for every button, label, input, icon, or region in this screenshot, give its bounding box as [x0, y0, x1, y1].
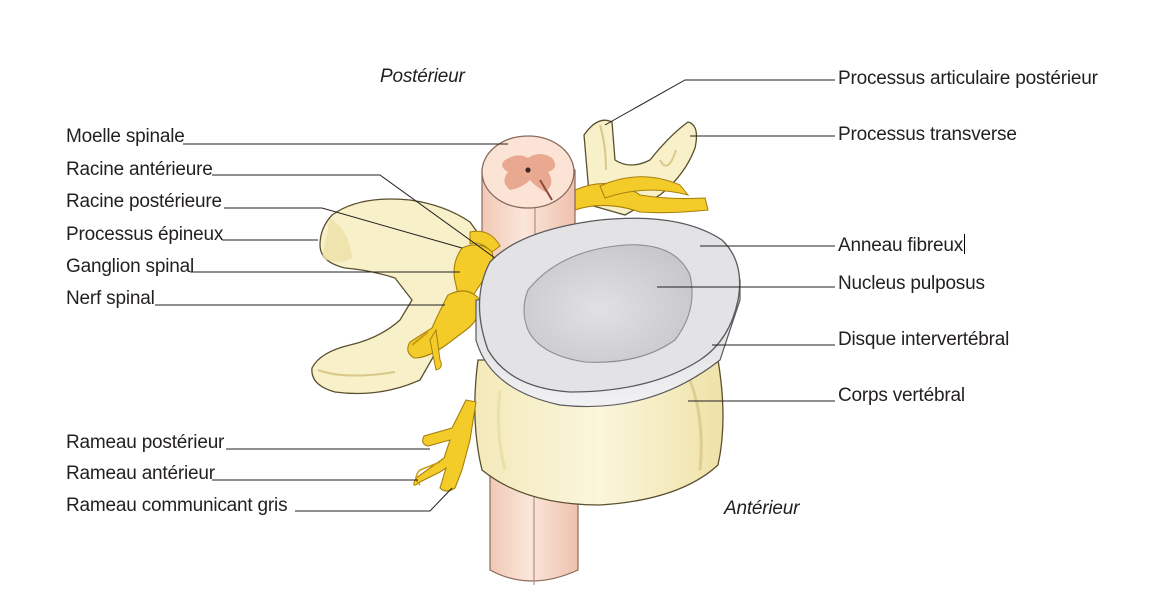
- lower-rami-shape: [413, 399, 477, 492]
- label-disque-intervertebral: Disque intervertébral: [838, 329, 1010, 350]
- label-rameau-communicant-gris: Rameau communicant gris: [66, 495, 288, 516]
- label-nerf-spinal: Nerf spinal: [66, 288, 155, 309]
- label-rameau-anterieur: Rameau antérieur: [66, 463, 215, 484]
- label-corps-vertebral: Corps vertébral: [838, 385, 965, 406]
- label-anneau-fibreux-wrap[interactable]: Anneau fibreux: [838, 234, 966, 257]
- spinous-process-shape: [311, 198, 491, 395]
- label-processus-epineux: Processus épineux: [66, 224, 224, 245]
- label-racine-anterieure: Racine antérieure: [66, 159, 213, 180]
- anterior-label: Antérieur: [724, 498, 800, 519]
- nucleus-pulposus-shape: [523, 244, 693, 363]
- label-anneau-fibreux: Anneau fibreux: [838, 235, 964, 256]
- label-rameau-posterieur: Rameau postérieur: [66, 432, 225, 453]
- posterior-label: Postérieur: [380, 66, 465, 87]
- label-processus-transverse: Processus transverse: [838, 124, 1017, 145]
- leader-lines: [155, 79, 835, 512]
- label-ganglion-spinal: Ganglion spinal: [66, 256, 194, 277]
- spinal-nerve-shape: [407, 290, 481, 359]
- label-processus-articulaire-posterieur: Processus articulaire postérieur: [838, 68, 1098, 89]
- label-nucleus-pulposus: Nucleus pulposus: [838, 273, 985, 294]
- label-moelle-spinale: Moelle spinale: [66, 126, 185, 147]
- text-cursor: [964, 234, 966, 254]
- ganglion-shape: [453, 244, 494, 301]
- label-racine-posterieure: Racine postérieure: [66, 191, 222, 212]
